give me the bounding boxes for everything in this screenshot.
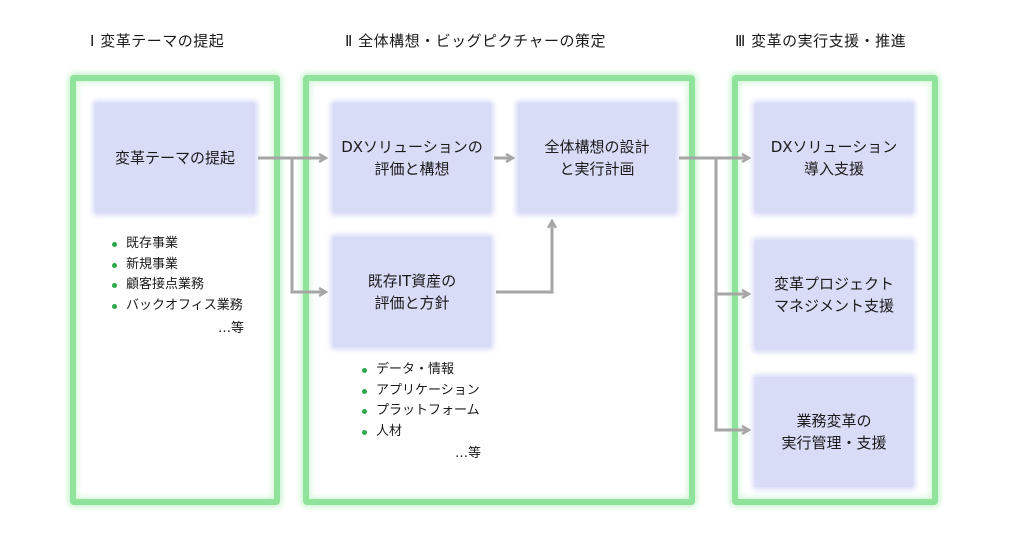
box-line: 既存IT資産の xyxy=(367,272,457,290)
box-dx-introduction: DXソリューション 導入支援 xyxy=(755,103,913,213)
list-item: 顧客接点業務 xyxy=(110,275,243,296)
arrow-it-to-plan xyxy=(496,222,552,294)
theme-bullet-list: 既存事業 新規事業 顧客接点業務 バックオフィス業務 xyxy=(110,234,243,316)
box-theme-proposal: 変革テーマの提起 xyxy=(95,103,255,213)
box-line: DXソリューション xyxy=(770,138,898,156)
box-line: 導入支援 xyxy=(803,160,864,178)
box-line: DXソリューションの xyxy=(341,138,483,156)
list-item: 新規事業 xyxy=(110,255,243,276)
box-line: 評価と構想 xyxy=(374,160,450,178)
box-line: 実行管理・支援 xyxy=(781,434,887,452)
theme-etc: …等 xyxy=(218,321,245,336)
box-line: と実行計画 xyxy=(559,160,635,178)
list-item: 既存事業 xyxy=(110,234,243,255)
box-line: 変革プロジェクト xyxy=(773,275,894,293)
box-dx-evaluation: DXソリューションの 評価と構想 xyxy=(333,103,491,213)
asset-bullet-list: データ・情報 アプリケーション プラットフォーム 人材 xyxy=(360,360,480,442)
arrow-plan-to-ops xyxy=(714,294,748,430)
box-overall-plan: 全体構想の設計 と実行計画 xyxy=(518,103,676,213)
arrow-plan-to-pm xyxy=(714,158,748,294)
arrow-theme-to-it xyxy=(290,158,325,292)
list-item: アプリケーション xyxy=(360,381,480,402)
column-title-3: Ⅲ 変革の実行支援・推進 xyxy=(735,32,907,50)
box-line: 業務変革の xyxy=(796,412,872,430)
box-operation-change: 業務変革の 実行管理・支援 xyxy=(755,377,913,487)
box-it-asset-evaluation: 既存IT資産の 評価と方針 xyxy=(333,237,491,347)
asset-etc: …等 xyxy=(455,446,482,461)
list-item: プラットフォーム xyxy=(360,401,480,422)
column-title-1: Ⅰ 変革テーマの提起 xyxy=(90,32,225,50)
box-line: マネジメント支援 xyxy=(773,297,894,315)
list-item: 人材 xyxy=(360,422,480,443)
column-title-2: Ⅱ 全体構想・ビッグピクチャーの策定 xyxy=(345,32,607,50)
box-line: 変革テーマの提起 xyxy=(114,149,235,167)
box-project-management: 変革プロジェクト マネジメント支援 xyxy=(755,240,913,350)
list-item: バックオフィス業務 xyxy=(110,296,243,317)
list-item: データ・情報 xyxy=(360,360,480,381)
box-line: 全体構想の設計 xyxy=(544,138,650,156)
box-line: 評価と方針 xyxy=(374,294,450,312)
